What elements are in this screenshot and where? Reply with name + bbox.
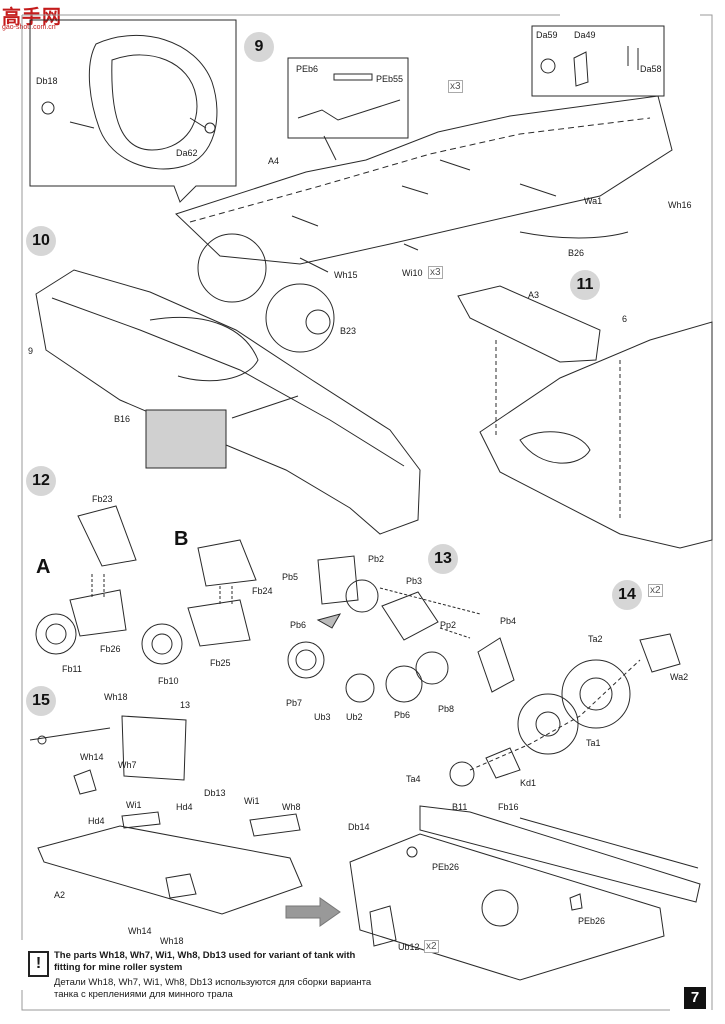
- step-14-badge: 14: [612, 580, 642, 610]
- part-label: Ta2: [588, 634, 603, 644]
- part-label: Pb3: [406, 576, 423, 586]
- part-label: Wh14: [80, 752, 104, 762]
- part-label: Ub2: [346, 712, 363, 722]
- part-label: Wi10: [402, 268, 423, 278]
- part-label: Fb10: [158, 676, 179, 686]
- part-label: Ub3: [314, 712, 331, 722]
- step-9-badge: 9: [244, 32, 274, 62]
- part-label: Pb7: [286, 698, 303, 708]
- part-label: B11: [452, 802, 468, 812]
- part-label: Wh14: [128, 926, 152, 936]
- part-label: Wh15: [334, 270, 358, 280]
- part-label: Fb16: [498, 802, 519, 812]
- watermark-url: gao-shou.com.cn: [2, 24, 56, 31]
- multiplier-badge: x2: [424, 940, 439, 953]
- part-label: Ub12: [398, 942, 420, 952]
- multiplier-badge: x2: [648, 584, 663, 597]
- part-label: Wh7: [118, 760, 137, 770]
- step-13-badge: 13: [428, 544, 458, 574]
- multiplier-badge: x3: [448, 80, 463, 93]
- part-label: Wh8: [282, 802, 301, 812]
- step-11-badge: 11: [570, 270, 600, 300]
- part-label: Wh18: [160, 936, 184, 946]
- part-label: A3: [528, 290, 540, 300]
- part-label: Db18: [36, 76, 58, 86]
- part-label: Fb26: [100, 644, 121, 654]
- part-label: Wh18: [104, 692, 128, 702]
- part-label: Wa2: [670, 672, 689, 682]
- part-label: B26: [568, 248, 585, 258]
- part-label: B16: [114, 414, 131, 424]
- part-label: Da49: [574, 30, 596, 40]
- part-label: 6: [622, 314, 628, 324]
- part-label: 9: [28, 346, 34, 356]
- part-label: Fb24: [252, 586, 273, 596]
- part-label: Kd1: [520, 778, 537, 788]
- multiplier-badge: x3: [428, 266, 443, 279]
- part-label: Db14: [348, 822, 370, 832]
- part-label: PEb26: [578, 916, 606, 926]
- note-russian: Детали Wh18, Wh7, Wi1, Wh8, Db13 использ…: [54, 977, 372, 1000]
- part-label: Pb6: [290, 620, 307, 630]
- part-label: Ta4: [406, 774, 421, 784]
- part-label: Wi1: [244, 796, 260, 806]
- part-label: PEb6: [296, 64, 319, 74]
- part-label: PEb55: [376, 74, 404, 84]
- part-label: B23: [340, 326, 357, 336]
- part-label: PEb26: [432, 862, 460, 872]
- note-english: The parts Wh18, Wh7, Wi1, Wh8, Db13 used…: [54, 950, 356, 973]
- part-label: Da58: [640, 64, 662, 74]
- part-label: Pp2: [440, 620, 457, 630]
- part-label: Ta1: [586, 738, 601, 748]
- part-label: Pb8: [438, 704, 455, 714]
- part-label: Wa1: [584, 196, 603, 206]
- part-label: Fb11: [62, 664, 82, 674]
- part-label: Pb4: [500, 616, 517, 626]
- part-label: Fb25: [210, 658, 231, 668]
- part-label: 13: [180, 700, 191, 710]
- step-10-badge: 10: [26, 226, 56, 256]
- part-label: Wh16: [668, 200, 692, 210]
- step-12-badge: 12: [26, 466, 56, 496]
- part-label: Hd4: [176, 802, 193, 812]
- part-label: Pb6: [394, 710, 411, 720]
- warning-icon: !: [28, 951, 49, 977]
- part-label: Pb2: [368, 554, 385, 564]
- variant-b-label: B: [174, 528, 189, 550]
- part-label: A4: [268, 156, 280, 166]
- part-label: Db13: [204, 788, 226, 798]
- page-number: 7: [684, 987, 706, 1009]
- part-label: Hd4: [88, 816, 105, 826]
- part-label: A2: [54, 890, 66, 900]
- part-label: Da59: [536, 30, 558, 40]
- part-label: Fb23: [92, 494, 113, 504]
- variant-a-label: A: [36, 556, 51, 578]
- step-15-badge: 15: [26, 686, 56, 716]
- part-label: Pb5: [282, 572, 299, 582]
- watermark-brand: 高手网: [2, 7, 63, 28]
- part-label: Wi1: [126, 800, 142, 810]
- part-label: Da62: [176, 148, 198, 158]
